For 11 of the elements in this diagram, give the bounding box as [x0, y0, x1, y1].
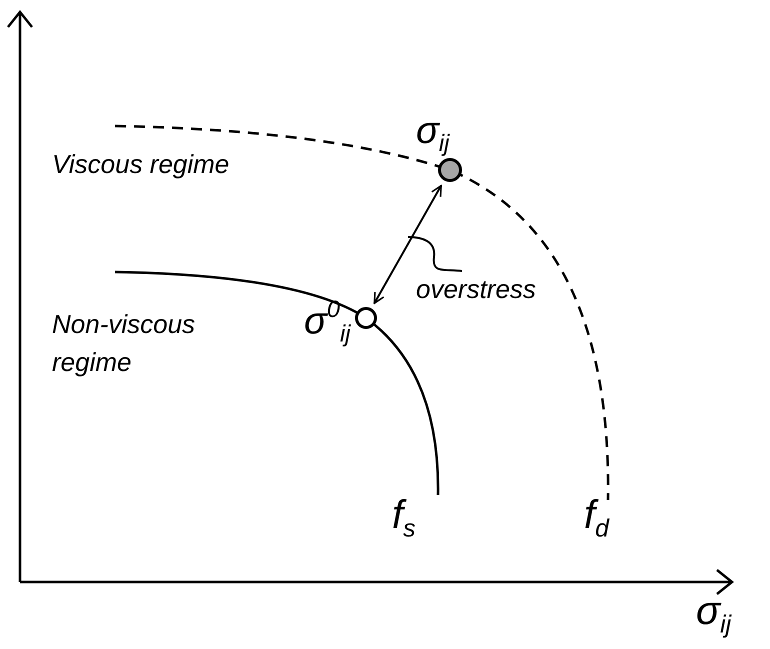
- curve-label: f$_{s}$: [392, 492, 416, 544]
- double-arrow: [374, 184, 442, 304]
- regime-label: Viscous regime: [52, 150, 230, 180]
- stress-point: [438, 158, 462, 182]
- regime-label: Non-viscous regime: [52, 308, 196, 379]
- axis-label: σ$_{ij}$: [696, 588, 732, 640]
- stress-point: [355, 307, 377, 329]
- stress-symbol: σ$_{ij}$: [416, 110, 450, 158]
- overstress-label: overstress: [416, 275, 536, 305]
- leader-line: [408, 236, 462, 272]
- curve-label: f$_{d}$: [584, 492, 609, 544]
